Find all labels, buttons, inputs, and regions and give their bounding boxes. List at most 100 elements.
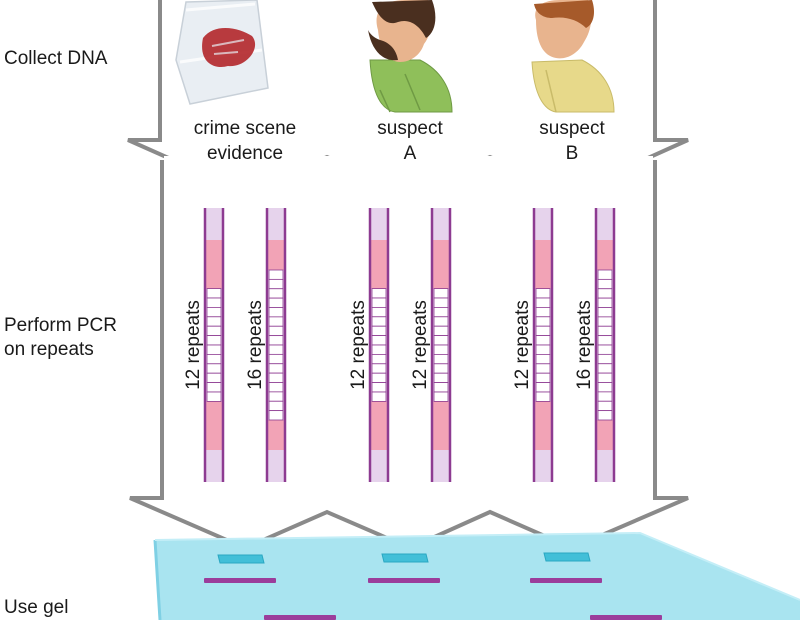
strand-flank bbox=[596, 420, 614, 450]
dna-strand: 12 repeats bbox=[410, 208, 452, 482]
dna-strand: 16 repeats bbox=[574, 208, 616, 482]
evidence-bag-icon bbox=[175, 0, 269, 105]
gel-well bbox=[381, 553, 429, 563]
repeat-unit bbox=[433, 363, 449, 374]
repeat-unit bbox=[206, 325, 222, 337]
sample-label-suspect-a: suspect A bbox=[377, 118, 443, 164]
strand-flank bbox=[205, 450, 223, 482]
step-perform-pcr: Perform PCR on repeats bbox=[4, 315, 117, 360]
repeat-unit bbox=[371, 288, 387, 299]
sample-label-suspect-b: suspect B bbox=[539, 118, 605, 164]
repeat-unit bbox=[206, 353, 222, 365]
repeat-unit bbox=[597, 316, 613, 327]
repeat-unit bbox=[268, 335, 284, 346]
repeat-unit bbox=[433, 382, 449, 393]
repeat-unit bbox=[268, 297, 284, 308]
repeat-unit bbox=[433, 288, 449, 299]
repeat-unit bbox=[268, 353, 284, 365]
gel-bands bbox=[204, 578, 662, 620]
repeat-unit bbox=[597, 325, 613, 337]
strand-flank bbox=[596, 208, 614, 240]
repeat-unit bbox=[371, 325, 387, 337]
repeat-unit bbox=[535, 297, 551, 308]
repeat-unit bbox=[433, 306, 449, 318]
strand-flank bbox=[432, 270, 450, 289]
repeat-unit bbox=[206, 306, 222, 318]
repeat-unit bbox=[206, 363, 222, 374]
repeat-count-label: 16 repeats bbox=[574, 300, 595, 390]
repeat-count-label: 16 repeats bbox=[245, 300, 266, 390]
strand-flank bbox=[370, 270, 388, 289]
suspect-a-portrait bbox=[368, 0, 453, 113]
strand-flank bbox=[205, 401, 223, 420]
repeat-count-label: 12 repeats bbox=[183, 300, 204, 390]
repeat-unit bbox=[535, 316, 551, 327]
repeat-unit bbox=[268, 363, 284, 374]
repeat-unit bbox=[371, 344, 387, 355]
sample-label-evidence: crime scene evidence bbox=[193, 118, 297, 164]
gel-band bbox=[368, 578, 440, 583]
strand-flank bbox=[267, 240, 285, 270]
repeat-unit bbox=[597, 344, 613, 355]
strand-flank bbox=[596, 240, 614, 270]
repeat-unit bbox=[371, 391, 387, 402]
repeat-unit bbox=[206, 391, 222, 402]
repeat-unit bbox=[433, 372, 449, 384]
repeat-unit bbox=[206, 335, 222, 346]
strand-flank bbox=[432, 420, 450, 450]
repeat-unit bbox=[597, 353, 613, 365]
strand-flank bbox=[205, 270, 223, 289]
repeat-unit bbox=[535, 382, 551, 393]
repeat-unit bbox=[535, 288, 551, 299]
repeat-unit bbox=[597, 288, 613, 299]
repeat-count-label: 12 repeats bbox=[348, 300, 369, 390]
gel-wells bbox=[217, 552, 591, 564]
strand-flank bbox=[432, 450, 450, 482]
repeat-unit bbox=[597, 307, 613, 318]
repeat-unit bbox=[433, 297, 449, 308]
repeat-unit bbox=[371, 306, 387, 318]
repeat-unit bbox=[597, 372, 613, 383]
repeat-unit bbox=[535, 344, 551, 355]
gel-band bbox=[530, 578, 602, 583]
strand-flank bbox=[534, 450, 552, 482]
strand-flank bbox=[267, 208, 285, 240]
repeat-unit bbox=[268, 391, 284, 402]
repeat-unit bbox=[268, 307, 284, 318]
repeat-unit bbox=[268, 382, 284, 393]
strand-flank bbox=[370, 420, 388, 450]
repeat-unit bbox=[433, 335, 449, 346]
pcr-strands: 12 repeats 16 repeats 12 repeats 12 repeats… bbox=[183, 208, 616, 482]
repeat-unit bbox=[597, 269, 613, 280]
strand-flank bbox=[534, 270, 552, 289]
strand-flank bbox=[432, 401, 450, 420]
strand-flank bbox=[596, 450, 614, 482]
repeat-unit bbox=[268, 316, 284, 327]
repeat-unit bbox=[268, 400, 284, 412]
gel-band bbox=[204, 578, 276, 583]
repeat-unit bbox=[433, 316, 449, 327]
step-collect-dna: Collect DNA bbox=[4, 48, 108, 69]
repeat-unit bbox=[597, 335, 613, 346]
strand-flank bbox=[267, 420, 285, 450]
repeat-unit bbox=[535, 372, 551, 384]
repeat-unit bbox=[268, 344, 284, 355]
repeat-unit bbox=[433, 344, 449, 355]
strand-flank bbox=[432, 240, 450, 270]
repeat-unit bbox=[597, 391, 613, 402]
repeat-unit bbox=[268, 278, 284, 290]
repeat-unit bbox=[597, 278, 613, 290]
suspect-b-portrait bbox=[531, 0, 615, 113]
repeat-unit bbox=[206, 382, 222, 393]
strand-flank bbox=[534, 240, 552, 270]
repeat-unit bbox=[597, 400, 613, 412]
repeat-unit bbox=[535, 325, 551, 337]
repeat-unit bbox=[268, 288, 284, 299]
gel-well bbox=[217, 554, 265, 564]
dna-strand: 16 repeats bbox=[245, 208, 287, 482]
repeat-unit bbox=[206, 297, 222, 308]
strand-flank bbox=[534, 401, 552, 420]
repeat-unit bbox=[535, 335, 551, 346]
strand-flank bbox=[534, 420, 552, 450]
repeat-count-label: 12 repeats bbox=[410, 300, 431, 390]
